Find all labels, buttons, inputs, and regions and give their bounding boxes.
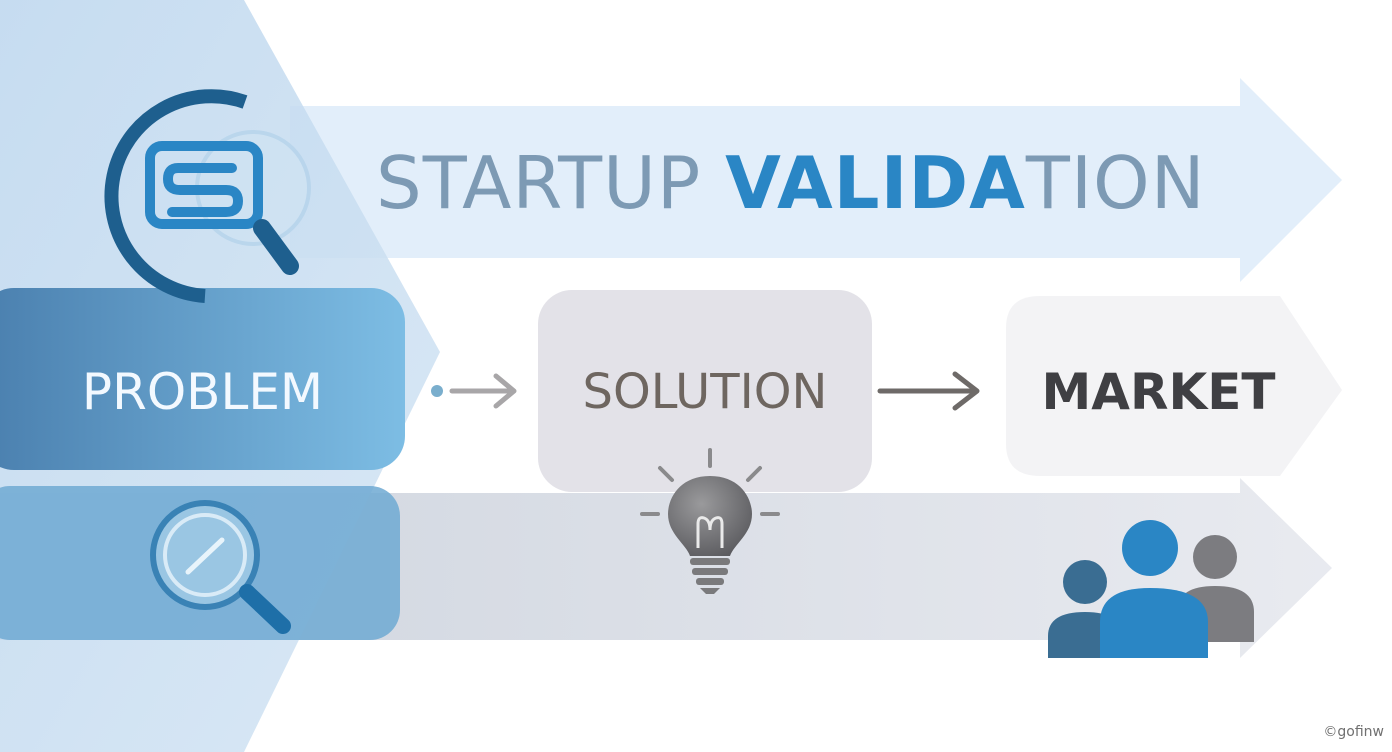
title-part-1: STARTUP: [376, 141, 726, 225]
lightbulb-icon: [640, 448, 780, 594]
arrow-solution-to-market: [877, 371, 980, 411]
title-part-2: VALIDA: [725, 141, 1026, 225]
market-panel: [1006, 296, 1342, 476]
magnifier-icon: [150, 500, 291, 634]
upper-arrow-band: [290, 78, 1342, 282]
watermark: ©gofinw: [1323, 724, 1384, 740]
title-part-3: TION: [1025, 141, 1206, 225]
solution-label: SOLUTION: [582, 364, 828, 420]
solution-panel: [538, 290, 872, 492]
problem-label: PROBLEM: [81, 363, 324, 421]
arrow-problem-to-solution: [431, 373, 517, 409]
search-document-icon: [104, 89, 311, 303]
market-label: MARKET: [1041, 363, 1276, 421]
people-group-icon: [1048, 520, 1254, 658]
problem-panel: [0, 288, 405, 470]
diagram-title: STARTUP VALIDATION: [376, 138, 1206, 228]
